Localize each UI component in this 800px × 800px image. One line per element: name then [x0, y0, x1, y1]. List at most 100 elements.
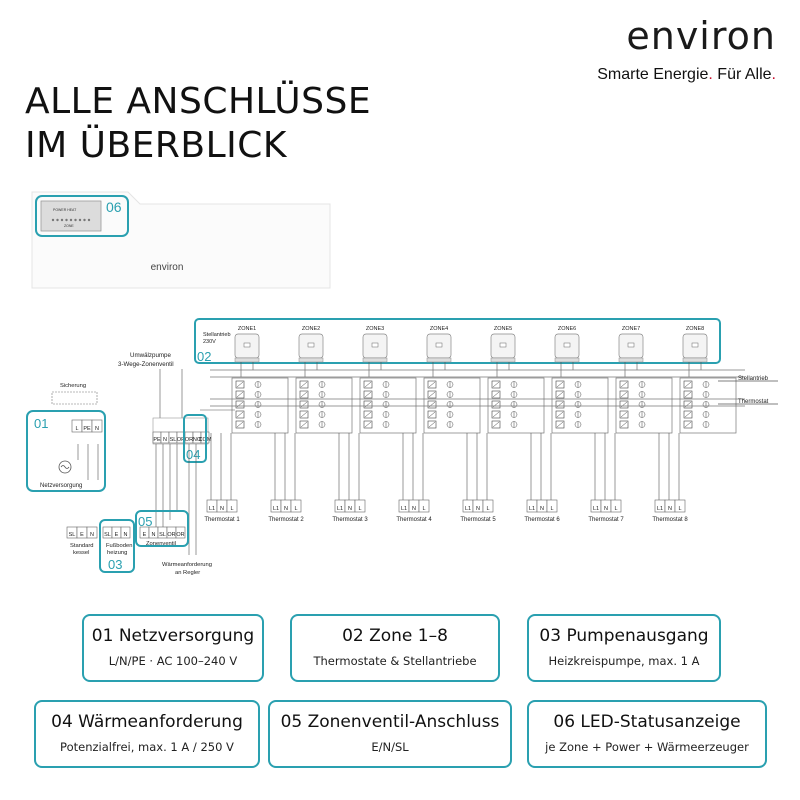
thermostat-label: Thermostat 2	[268, 517, 304, 523]
callout-05: 05	[138, 514, 152, 529]
power-terminals: L PE N	[71, 419, 103, 433]
thermostat-terminal-label: L1	[337, 506, 343, 512]
tagline-dot2: .	[771, 66, 776, 83]
heat-demand-callout-box	[183, 414, 207, 463]
display-line-2: ZONE	[64, 224, 74, 228]
thermostat-terminal-label: N	[348, 506, 352, 512]
title-line-1: ALLE ANSCHLÜSSE	[25, 81, 372, 122]
power-plug-icon	[58, 460, 72, 474]
thermostat-label: Thermostat 7	[588, 517, 624, 523]
standard-label-2: kessel	[73, 550, 89, 556]
right-label-stellantrieb: Stellantrieb	[738, 376, 769, 382]
callout-02: 02	[197, 349, 211, 364]
main-terminal-label: PE	[153, 437, 161, 443]
zone-valve-terminal-label: OR	[176, 532, 184, 538]
card-subtitle: Thermostate & Stellantriebe	[313, 654, 477, 668]
right-label-thermostat: Thermostat	[738, 399, 769, 405]
standard-terminal-label: SL	[69, 532, 76, 538]
power-terminal-label: N	[95, 426, 99, 432]
thermostat-terminal-label: N	[476, 506, 480, 512]
zone-label: ZONE8	[686, 326, 704, 332]
zone-label: ZONE3	[366, 326, 384, 332]
display-line-1: POWER HEAT	[53, 208, 77, 212]
tagline-part1: Smarte Energie	[597, 66, 709, 83]
waerme-label-2: an Regler	[175, 570, 200, 576]
tagline-part2: Für Alle	[712, 66, 772, 83]
zone-valve-terminal-label: SL	[159, 532, 166, 538]
led-indicators	[51, 218, 91, 222]
thermostat-label: Thermostat 6	[524, 517, 560, 523]
led-display	[40, 200, 102, 232]
card-title: 02 Zone 1–8	[342, 626, 448, 646]
device-brand-label: environ	[151, 262, 184, 273]
thermostat-label: Thermostat 4	[396, 517, 432, 523]
zone-label: ZONE6	[558, 326, 576, 332]
thermostat-label: Thermostat 8	[652, 517, 688, 523]
card-subtitle: E/N/SL	[371, 740, 409, 754]
sicherung-label: Sicherung	[60, 383, 86, 389]
controller-device: POWER HEAT ZONE 06 environ	[31, 191, 331, 289]
main-terminal-label: NO	[193, 437, 202, 443]
card-title: 01 Netzversorgung	[91, 626, 255, 646]
zone-valve-terminal-label: N	[152, 532, 156, 538]
card-waermeanforderung: 04 Wärmeanforderung Potenzialfrei, max. …	[34, 700, 260, 768]
led-dot	[83, 218, 86, 222]
card-subtitle: L/N/PE · AC 100–240 V	[108, 654, 238, 668]
waerme-label-1: Wärmeanforderung	[162, 562, 212, 568]
callout-06: 06	[106, 199, 122, 215]
card-subtitle: je Zone + Power + Wärmeerzeuger	[545, 740, 749, 754]
thermostat-label: Thermostat 3	[332, 517, 368, 523]
card-netzversorgung: 01 Netzversorgung L/N/PE · AC 100–240 V	[82, 614, 264, 682]
standard-terminal-label: N	[90, 532, 94, 538]
pump-label-1: Umwälzpumpe	[130, 352, 171, 359]
pump-label-2: 3-Wege-Zonenventil	[118, 361, 174, 368]
zone-label: ZONE2	[302, 326, 320, 332]
main-terminal-label: OR	[177, 437, 185, 443]
card-zonenventil: 05 Zonenventil-Anschluss E/N/SL	[268, 700, 512, 768]
thermostat-terminal-label: N	[604, 506, 608, 512]
thermostat-terminal-label: L1	[401, 506, 407, 512]
led-dot	[51, 218, 55, 222]
thermostat-terminal	[546, 499, 558, 513]
netzversorgung-label: Netzversorgung	[40, 483, 82, 489]
card-title: 05 Zonenventil-Anschluss	[280, 712, 500, 732]
stellantrieb-top-label: Stellantrieb	[203, 332, 231, 338]
thermostat-terminal	[418, 499, 430, 513]
zone-valve-terminal	[175, 526, 186, 539]
wiring-diagram: POWER HEAT ZONE 06 environ 02 Stellantri…	[26, 191, 778, 576]
title-line-2: IM ÜBERBLICK	[25, 125, 288, 166]
floor-terminal-label: N	[124, 532, 128, 538]
standard-terminal-label: E	[80, 532, 84, 538]
brand-logo: environ	[626, 14, 776, 58]
floor-label-2: heizung	[107, 550, 127, 556]
led-dot	[56, 218, 59, 222]
thermostat-terminal-label: L	[550, 506, 553, 512]
led-display-callout-box	[35, 195, 129, 237]
card-title: 06 LED-Statusanzeige	[553, 712, 741, 732]
thermostat-terminal-label: L1	[209, 506, 215, 512]
led-dot	[87, 218, 91, 222]
zone-valve-terminal-label: OR	[167, 532, 175, 538]
zone-terminal-strip	[231, 377, 737, 434]
thermostat-terminal-label: L	[486, 506, 489, 512]
thermostat-terminal-label: L	[678, 506, 681, 512]
card-pumpenausgang: 03 Pumpenausgang Heizkreispumpe, max. 1 …	[527, 614, 721, 682]
thermostat-terminal-label: L1	[273, 506, 279, 512]
zone-label: ZONE4	[430, 326, 448, 332]
thermostat-terminal-label: L1	[657, 506, 663, 512]
power-terminal-label: PE	[83, 426, 91, 432]
led-dot	[69, 218, 73, 222]
power-terminal	[91, 419, 103, 433]
thermostat-terminal-label: L	[614, 506, 617, 512]
led-dot	[74, 218, 77, 222]
zone-valve-label: Zonenventil	[146, 541, 176, 547]
brand-block: environ Smarte Energie. Für Alle.	[597, 14, 776, 84]
floor-terminal-label: E	[115, 532, 119, 538]
zone-block-callout-box	[194, 318, 721, 364]
card-title: 04 Wärmeanforderung	[51, 712, 243, 732]
thermostat-terminal	[354, 499, 366, 513]
main-terminal-label: SL	[170, 437, 177, 443]
power-terminal-label: L	[75, 426, 78, 432]
